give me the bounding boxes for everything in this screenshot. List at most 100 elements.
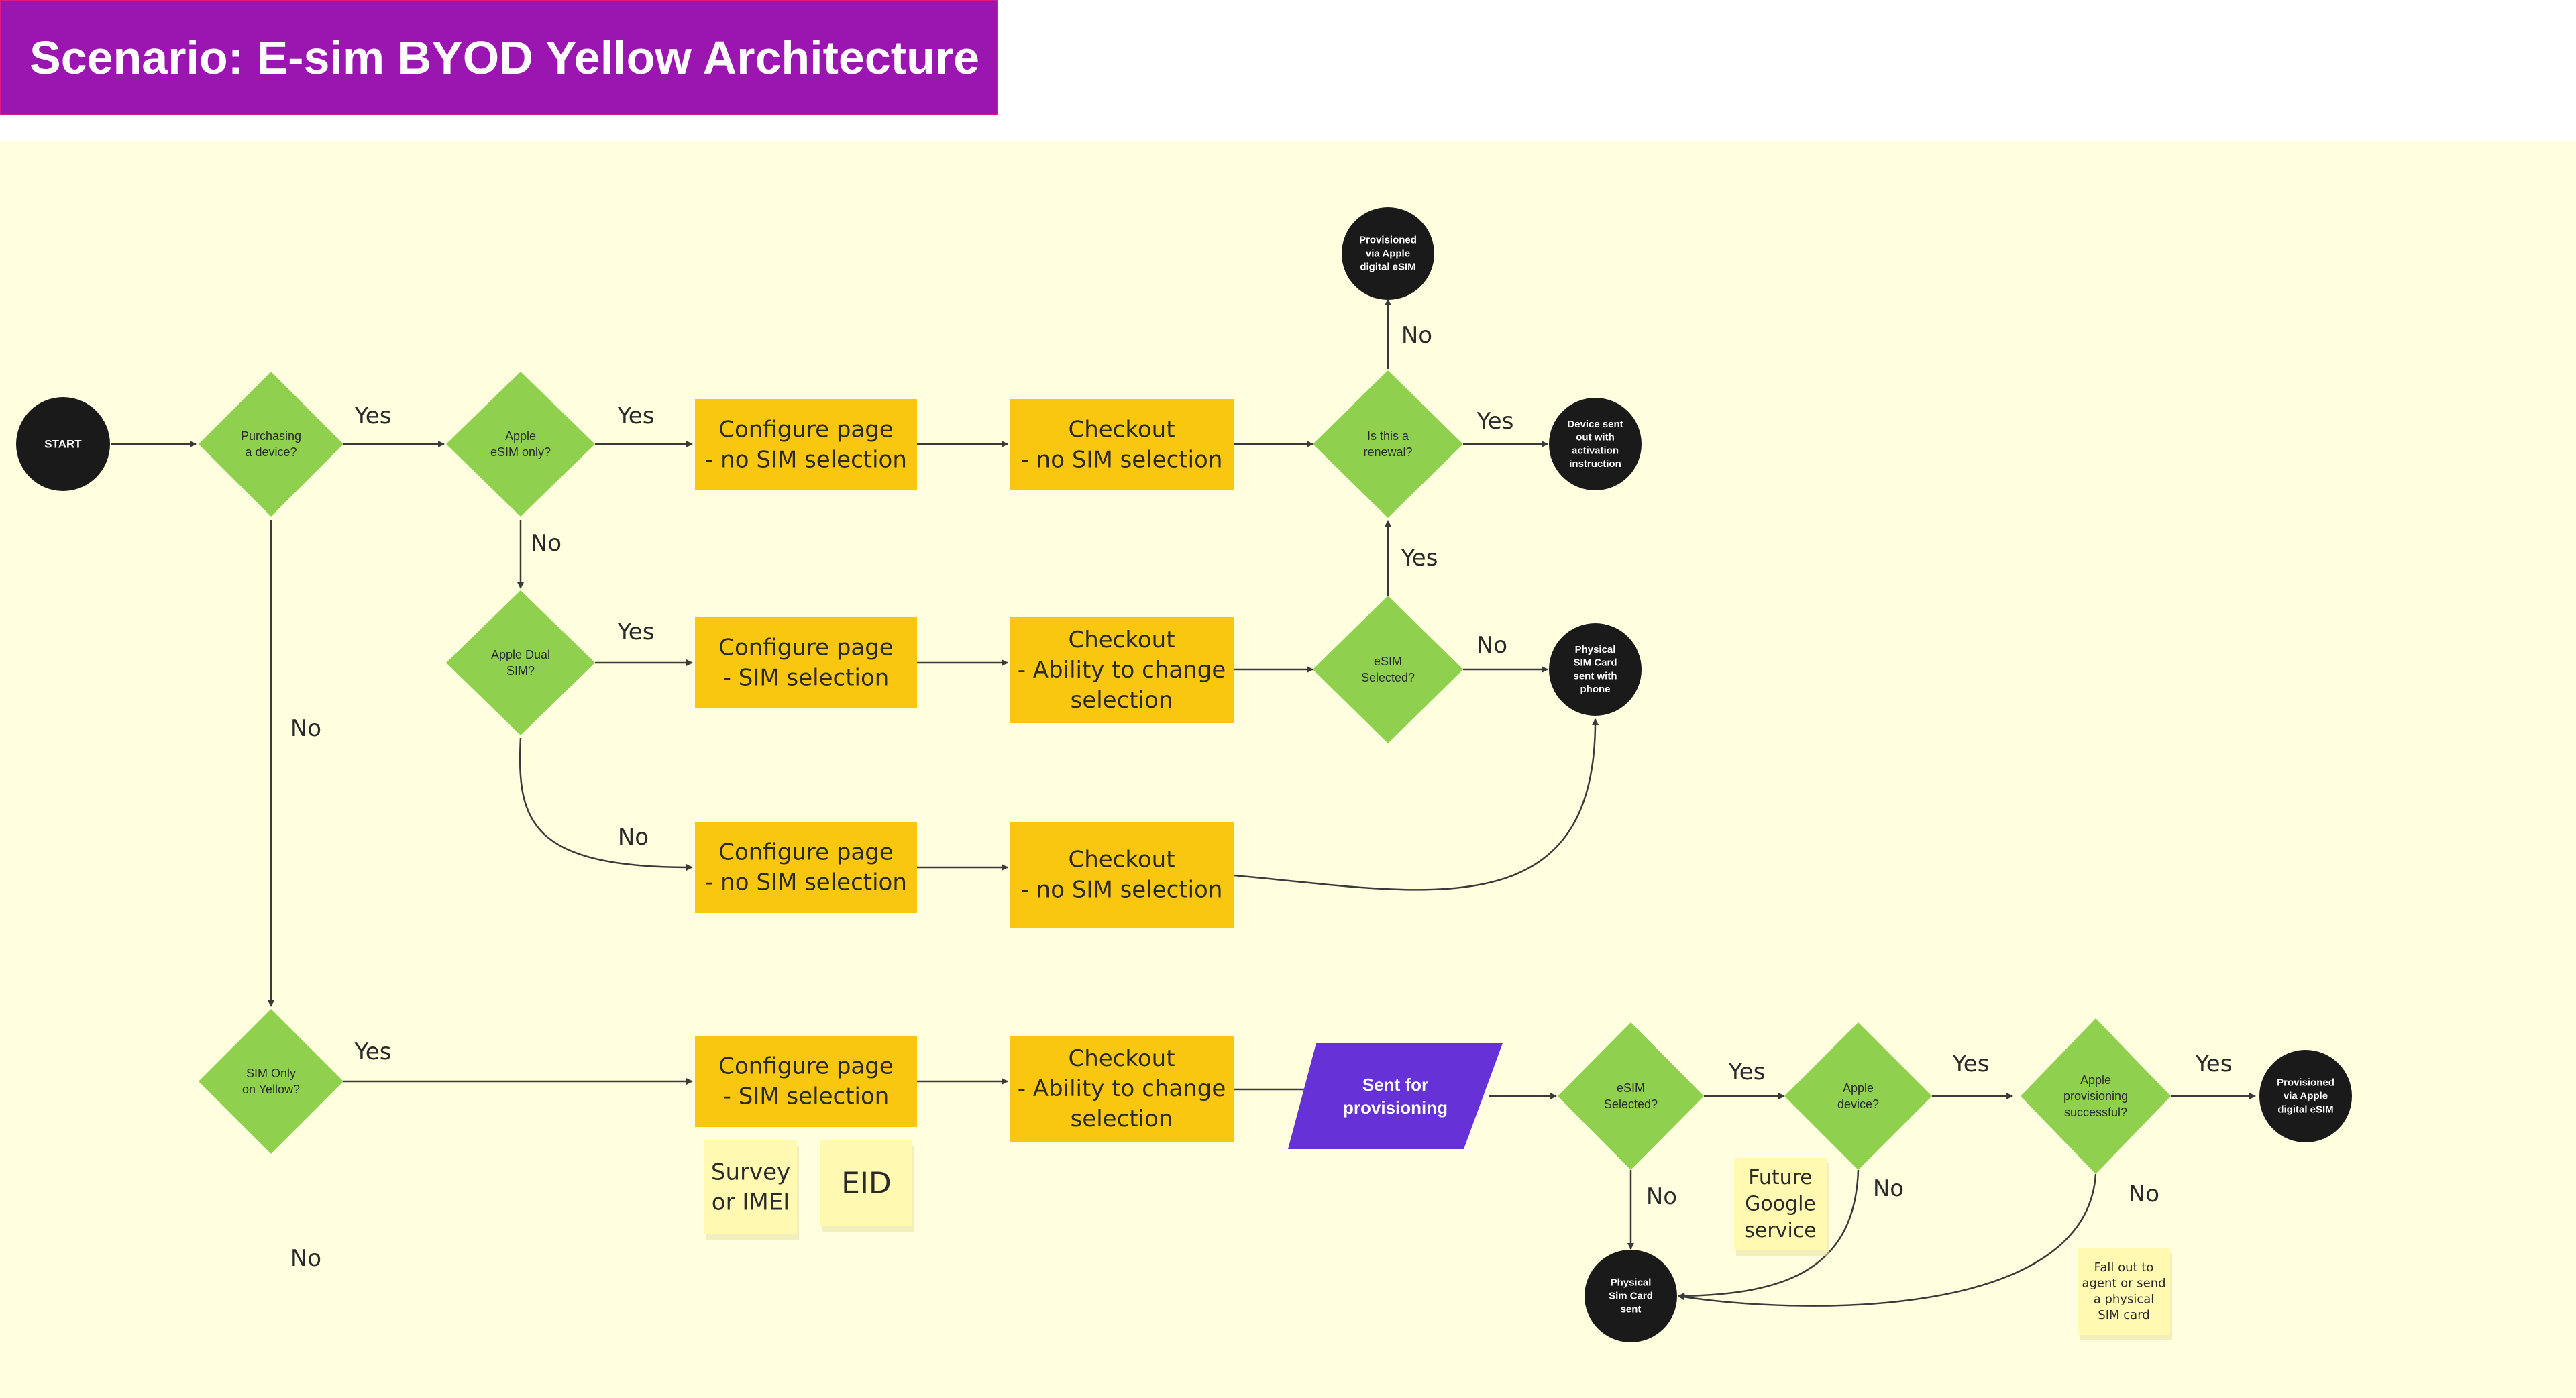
terminal-provisioned-bottom-line: via Apple — [2284, 1091, 2328, 1102]
decision-apple-dual-sim-line: SIM? — [506, 664, 535, 678]
process-checkout-4-shape — [1010, 1036, 1234, 1142]
terminal-device-sent-line: Device sent — [1567, 419, 1623, 430]
decision-apple-dual-sim-shape — [446, 590, 595, 735]
process-configure-3-line: - no SIM selection — [705, 869, 907, 896]
terminal-device-sent-line: out with — [1576, 432, 1614, 443]
process-configure-3-line: Configure page — [718, 839, 894, 866]
decision-purchasing-shape — [199, 372, 343, 517]
process-checkout-2-line: - Ability to change — [1018, 657, 1226, 684]
process-checkout-3-line: Checkout — [1068, 847, 1175, 873]
label-no-sim-only: No — [290, 1245, 321, 1272]
process-configure-3: Configure page - no SIM selection — [695, 822, 917, 913]
label-yes-apple-esim: Yes — [617, 402, 655, 429]
process-configure-4-line: Configure page — [718, 1053, 894, 1080]
terminal-device-sent-shape — [1549, 398, 1642, 490]
sticky-future-google-line: Google — [1745, 1193, 1816, 1216]
decision-esim-selected-mid-line: eSIM — [1374, 655, 1402, 668]
terminal-physical-sim-sent-line: Physical — [1611, 1277, 1652, 1289]
label-yes-renewal: Yes — [1477, 408, 1514, 435]
sticky-fall-out-shape — [2078, 1248, 2170, 1335]
terminal-provisioned-top-line: Provisioned — [1359, 235, 1417, 246]
process-checkout-1-line: Checkout — [1068, 417, 1175, 443]
terminal-device-sent-line: instruction — [1569, 458, 1621, 470]
process-configure-2-line: Configure page — [718, 635, 894, 661]
decision-apple-esim-only-line: eSIM only? — [490, 445, 551, 459]
process-checkout-4-line: Checkout — [1068, 1045, 1175, 1072]
decision-apple-device-shape — [1784, 1022, 1932, 1170]
process-checkout-3: Checkout - no SIM selection — [1010, 822, 1234, 928]
sticky-survey-imei-line: or IMEI — [712, 1189, 790, 1216]
terminal-physical-sim-phone-line: Physical — [1575, 644, 1616, 655]
terminal-physical-sim-phone-line: SIM Card — [1573, 657, 1617, 669]
process-configure-3-shape — [695, 822, 917, 913]
terminal-provisioned-top-line: digital eSIM — [1360, 261, 1415, 272]
decision-apple-provisioning-line: successful? — [2064, 1106, 2127, 1119]
sticky-survey-imei: Survey or IMEI — [704, 1140, 799, 1240]
process-checkout-1: Checkout - no SIM selection — [1010, 399, 1234, 490]
label-no-dual: No — [618, 824, 649, 851]
process-configure-4-shape — [695, 1036, 917, 1127]
process-checkout-1-line: - no SIM selection — [1021, 446, 1223, 473]
terminal-device-sent: Device sent out with activation instruction — [1549, 398, 1642, 490]
label-yes-esim-mid: Yes — [1401, 545, 1438, 572]
label-yes-apple-device: Yes — [1952, 1051, 1990, 1077]
sticky-survey-imei-shape — [704, 1140, 797, 1234]
page-title: Scenario: E-sim BYOD Yellow Architecture — [30, 32, 979, 84]
label-no-purchasing: No — [290, 715, 321, 742]
process-configure-4-line: - SIM selection — [723, 1083, 890, 1110]
sticky-future-google-line: Future — [1748, 1166, 1813, 1189]
process-configure-2-shape — [695, 617, 917, 708]
terminal-physical-sim-sent-shape — [1585, 1250, 1677, 1342]
provisioning-step-shape — [1288, 1043, 1503, 1149]
decision-esim-selected-bottom-line: Selected? — [1604, 1097, 1658, 1111]
terminal-physical-sim-phone-shape — [1549, 623, 1642, 716]
sticky-eid-line: EID — [841, 1167, 892, 1201]
process-configure-1-line: - no SIM selection — [705, 446, 907, 473]
edge-checkout3-physical — [1233, 718, 1599, 891]
sticky-eid-shape — [820, 1140, 912, 1226]
terminal-start-shape — [16, 397, 110, 491]
process-checkout-2-line: selection — [1071, 687, 1173, 714]
process-configure-1-line: Configure page — [718, 417, 894, 443]
decision-is-renewal-line: renewal? — [1363, 445, 1412, 459]
process-configure-1-shape — [695, 399, 917, 490]
terminal-start-line: START — [44, 438, 82, 451]
decision-esim-selected-bottom-shape — [1558, 1022, 1704, 1170]
terminal-device-sent-line: activation — [1572, 445, 1619, 456]
process-checkout-2-line: Checkout — [1068, 627, 1175, 653]
terminal-physical-sim-phone-line: sent with — [1573, 670, 1617, 682]
decision-apple-dual-sim-line: Apple Dual — [491, 648, 550, 661]
process-checkout-3-line: - no SIM selection — [1021, 876, 1223, 903]
edge-dual-no — [519, 737, 693, 871]
decision-sim-only-line: SIM Only — [246, 1067, 296, 1080]
label-yes-sim-only: Yes — [354, 1038, 392, 1065]
label-no-renewal: No — [1401, 322, 1432, 349]
process-configure-1: Configure page - no SIM selection — [695, 399, 917, 490]
terminal-start: START — [16, 397, 110, 491]
decision-is-renewal-shape — [1313, 370, 1463, 518]
decision-esim-selected-bottom-line: eSIM — [1617, 1081, 1645, 1095]
sticky-future-google-line: service — [1744, 1219, 1816, 1242]
label-yes-provisioning: Yes — [2195, 1051, 2233, 1077]
label-yes-dual: Yes — [617, 619, 655, 645]
terminal-physical-sim-phone-line: phone — [1580, 684, 1611, 695]
label-yes-purchasing: Yes — [354, 402, 392, 429]
process-configure-2-line: - SIM selection — [723, 664, 890, 691]
decision-apple-device-line: Apple — [1843, 1081, 1874, 1095]
sticky-survey-imei-line: Survey — [711, 1159, 790, 1186]
sticky-fall-out-line: agent or send — [2082, 1277, 2165, 1291]
